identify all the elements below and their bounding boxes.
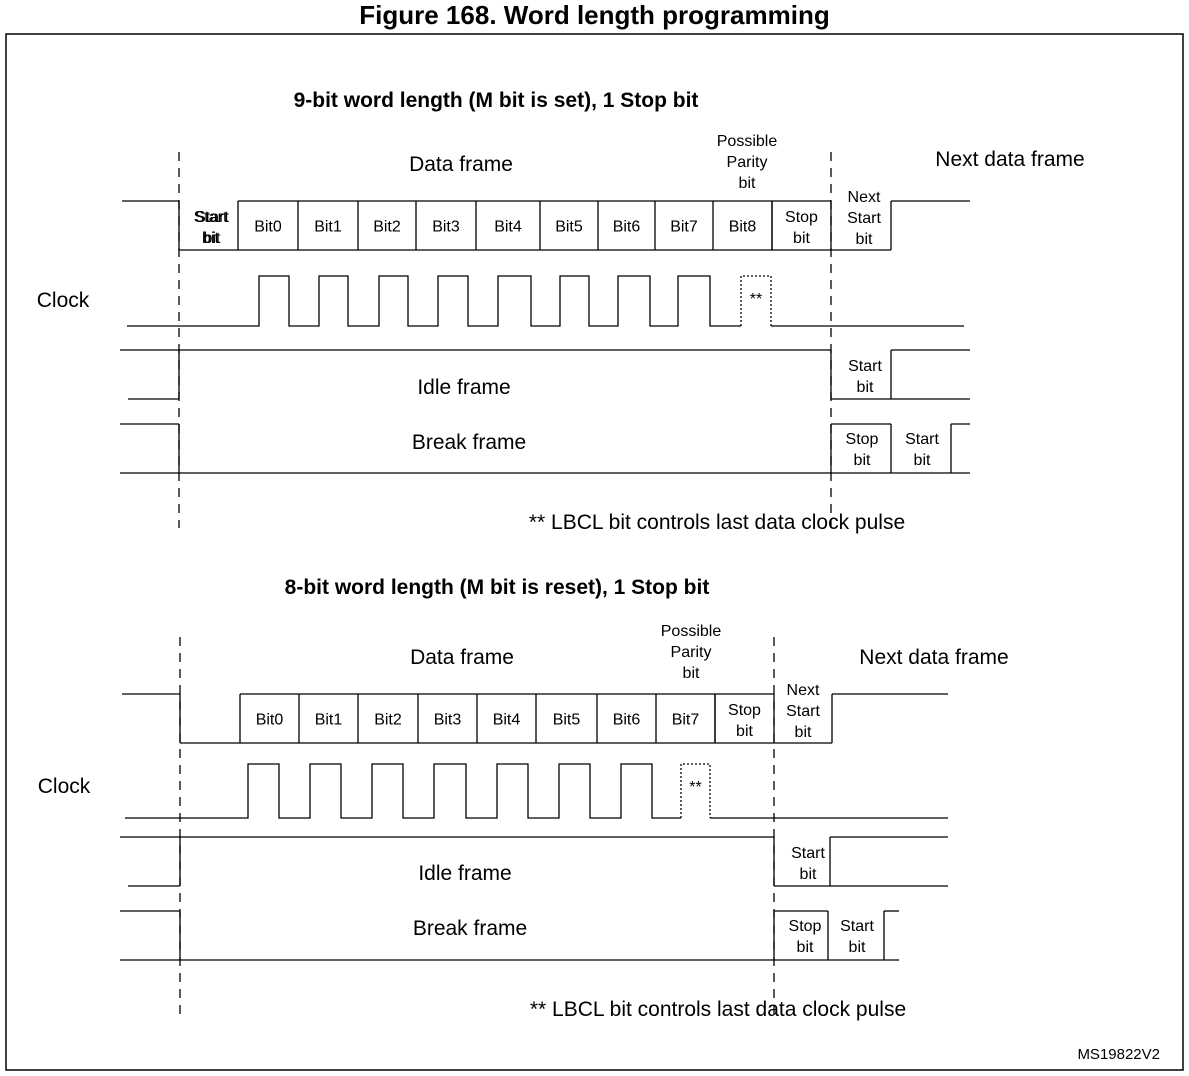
start-bit-label: Start [194, 209, 228, 226]
figure-title: Figure 168. Word length programming [359, 0, 830, 30]
data-frame-label: Data frame [409, 153, 513, 176]
next-start-bit-label: Start [847, 210, 881, 227]
last-clock-pulse [680, 763, 711, 818]
bit-label-bit7: Bit7 [670, 219, 698, 236]
section-subtitle: 9-bit word length (M bit is set), 1 Stop… [294, 89, 699, 112]
break-stop-bit-label: Stop [846, 431, 879, 448]
start-bit-label: Start [195, 209, 229, 226]
break-start-bit-label: bit [849, 939, 866, 956]
bit-label-bit4: Bit4 [493, 712, 521, 729]
idle-frame-label: Idle frame [417, 376, 510, 399]
next-data-frame-label: Next data frame [935, 148, 1084, 171]
idle-start-bit-label: bit [857, 379, 874, 396]
stop-bit-label: Stop [785, 209, 818, 226]
next-data-frame-label: Next data frame [859, 646, 1008, 669]
lbcl-marker: ** [750, 291, 762, 308]
parity-bit-label: Parity [727, 154, 768, 171]
break-stop-bit-label: Stop [789, 918, 822, 935]
idle-start-bit-label: Start [791, 845, 825, 862]
figure-border [5, 33, 1184, 1071]
lbcl-footnote: ** LBCL bit controls last data clock pul… [529, 511, 905, 534]
idle-start-bit-label: Start [848, 358, 882, 375]
bit-label-bit1: Bit1 [314, 219, 342, 236]
next-start-bit-label: bit [856, 231, 873, 248]
bit-label-bit4: Bit4 [494, 219, 522, 236]
stop-bit-label: Stop [728, 702, 761, 719]
start-bit-label: bit [202, 230, 219, 247]
break-frame-label: Break frame [413, 917, 527, 940]
section-subtitle: 8-bit word length (M bit is reset), 1 St… [285, 576, 710, 599]
bit-label-bit6: Bit6 [613, 219, 641, 236]
break-start-bit-label: bit [914, 452, 931, 469]
clock-label: Clock [38, 775, 91, 798]
bit-label-bit8: Bit8 [729, 219, 757, 236]
bit-label-bit2: Bit2 [373, 219, 401, 236]
bit-label-bit3: Bit3 [432, 219, 460, 236]
break-start-bit-label: Start [905, 431, 939, 448]
next-start-bit-label: Next [848, 189, 881, 206]
lbcl-marker: ** [689, 779, 701, 796]
next-start-bit-label: bit [795, 724, 812, 741]
clock-waveform [127, 275, 741, 327]
parity-bit-label: bit [683, 665, 700, 682]
parity-bit-label: Possible [661, 623, 722, 640]
parity-bit-label: bit [739, 175, 756, 192]
bit-label-bit6: Bit6 [613, 712, 641, 729]
bit-label-bit5: Bit5 [553, 712, 581, 729]
parity-bit-label: Possible [717, 133, 778, 150]
bit-label-bit2: Bit2 [374, 712, 402, 729]
bit-label-bit7: Bit7 [672, 712, 700, 729]
bit-label-bit0: Bit0 [254, 219, 282, 236]
data-frame-label: Data frame [410, 646, 514, 669]
last-clock-pulse [740, 275, 772, 326]
break-stop-bit-label: bit [854, 452, 871, 469]
bit-label-bit0: Bit0 [256, 712, 284, 729]
clock-waveform [125, 763, 681, 819]
next-start-bit-label: Next [787, 682, 820, 699]
parity-bit-label: Parity [671, 644, 712, 661]
break-stop-bit-label: bit [797, 939, 814, 956]
bit-label-bit5: Bit5 [555, 219, 583, 236]
next-start-bit-label: Start [786, 703, 820, 720]
break-frame-label: Break frame [412, 431, 526, 454]
bit-label-bit1: Bit1 [315, 712, 343, 729]
idle-start-bit-label: bit [800, 866, 817, 883]
break-start-bit-label: Start [840, 918, 874, 935]
bit-label-bit3: Bit3 [434, 712, 462, 729]
reference-code: MS19822V2 [1077, 1046, 1160, 1063]
idle-frame-label: Idle frame [418, 862, 511, 885]
start-bit-label: bit [204, 230, 221, 247]
lbcl-footnote: ** LBCL bit controls last data clock pul… [530, 998, 906, 1021]
stop-bit-label: bit [793, 230, 810, 247]
stop-bit-label: bit [736, 723, 753, 740]
clock-label: Clock [37, 289, 90, 312]
